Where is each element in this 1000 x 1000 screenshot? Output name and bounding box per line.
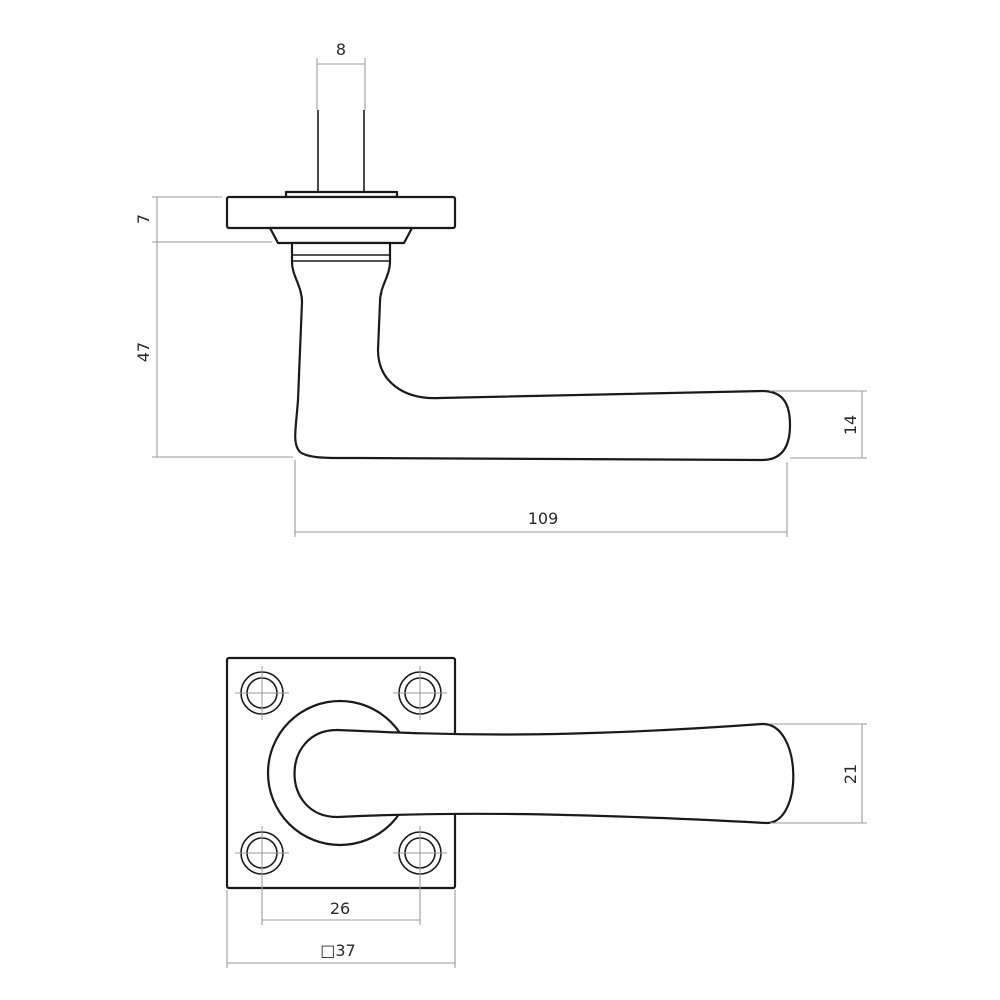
dimension-rose-thickness: 7 [134,214,153,224]
screw-hole-top-right [393,666,447,720]
rose-collar [268,226,414,245]
dimension-plate-size: □37 [320,941,355,960]
dimension-grip-height: 14 [841,415,860,435]
dimension-length: 109 [528,509,559,528]
top-view-dimensions: 21 26 □37 [226,723,867,968]
rose-plate [225,195,457,230]
side-view-dimensions: 8 7 47 14 109 [134,40,867,537]
top-view [225,656,795,890]
dimension-spindle: 8 [336,40,346,59]
dimension-grip-width: 21 [841,764,860,784]
dimension-hole-spacing: 26 [330,899,350,918]
screw-hole-bottom-left [235,826,289,888]
side-view [225,110,792,462]
screw-hole-top-left [235,666,289,720]
lever-side-profile [290,241,792,462]
lever-top-profile [293,722,795,825]
dimension-height: 47 [134,342,153,362]
